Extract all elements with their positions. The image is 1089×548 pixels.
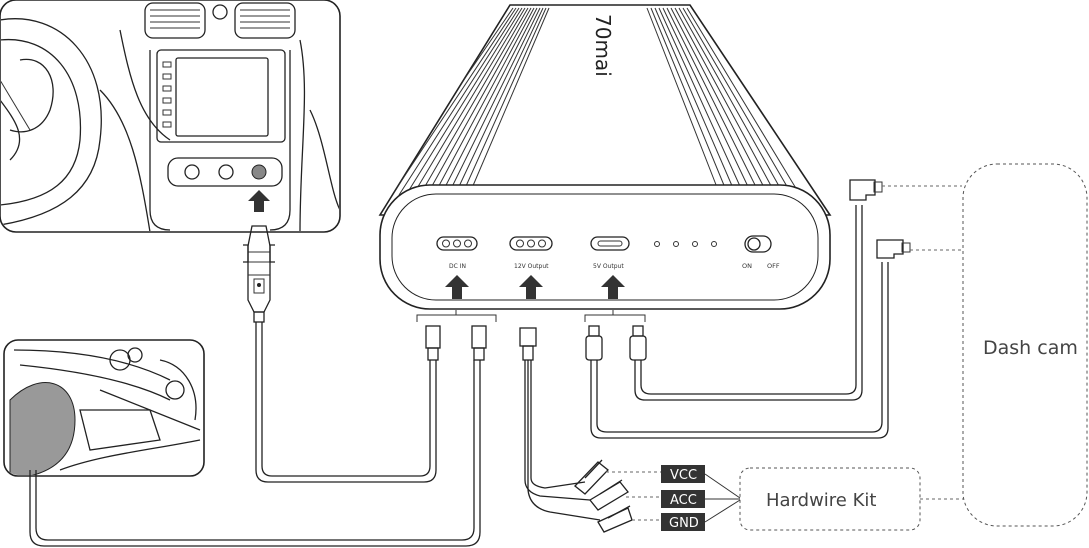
- power-switch: ON OFF: [742, 235, 780, 270]
- hardwire-kit-box: Hardwire Kit: [739, 467, 921, 531]
- switch-on-label: ON: [742, 262, 752, 270]
- gnd-label: GND: [669, 516, 699, 531]
- dash-cam-box: Dash cam: [962, 163, 1088, 527]
- dc-in-cables: [29, 322, 487, 547]
- wire-tag-acc: ACC: [661, 490, 705, 508]
- dash-cam-plug-bottom: [876, 239, 911, 259]
- clip-icon: [574, 459, 609, 495]
- dc-in-port: DC IN: [436, 236, 478, 270]
- dash-cam-plug-top: [849, 179, 883, 201]
- dash-cam-label: Dash cam: [983, 337, 1078, 359]
- 5v-output-port: 5V Output: [590, 236, 630, 270]
- 5v-cables: [590, 205, 889, 439]
- clip-icon: [589, 479, 629, 511]
- port-label-dc-in: DC IN: [449, 263, 466, 270]
- up-arrow-icon: [601, 275, 625, 299]
- switch-off-label: OFF: [767, 262, 780, 270]
- power-bank-device: 70mai DC IN 12V Output 5V Output: [378, 4, 832, 310]
- vcc-label: VCC: [670, 468, 697, 483]
- wire-tag-gnd: GND: [661, 513, 705, 531]
- car-charger-plug-icon: [243, 225, 275, 323]
- port-label-5v: 5V Output: [593, 263, 624, 270]
- port-label-12v: 12V Output: [514, 263, 549, 270]
- up-arrow-icon: [445, 275, 469, 299]
- usb-c-plug-icon: [585, 325, 603, 361]
- acc-label: ACC: [670, 493, 697, 508]
- clip-icon: [597, 505, 633, 533]
- usb-c-plug-icon: [629, 325, 647, 361]
- battery-indicator-lights: [654, 241, 717, 247]
- brand-logo: 70mai: [591, 14, 615, 77]
- car-battery-illustration: [3, 339, 205, 477]
- up-arrow-icon: [519, 275, 543, 299]
- 12v-cable: [519, 327, 601, 521]
- hardwire-kit-label: Hardwire Kit: [766, 490, 876, 511]
- up-arrow-icon: [248, 190, 270, 212]
- car-dashboard-illustration: [0, 0, 341, 233]
- wire-tag-vcc: VCC: [661, 465, 705, 483]
- 12v-output-port: 12V Output: [509, 236, 553, 270]
